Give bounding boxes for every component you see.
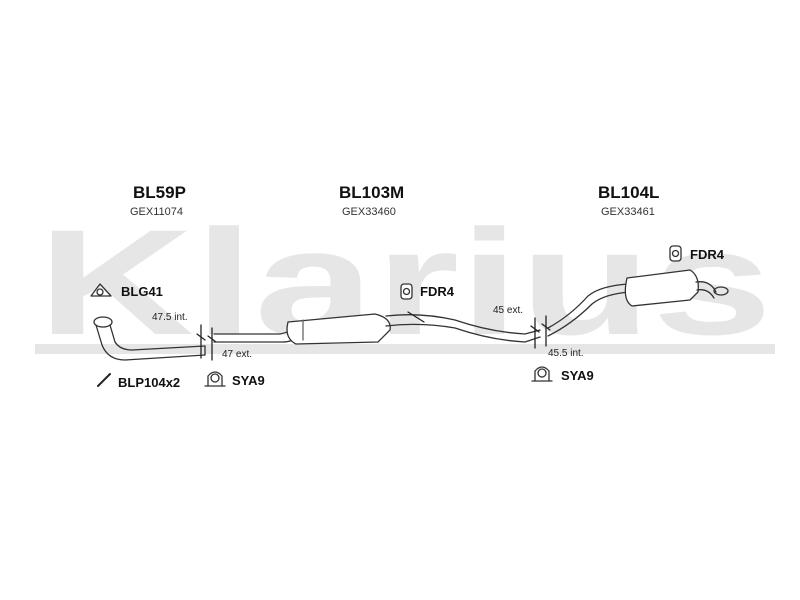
fitting-label-fdr4-right: FDR4 (690, 247, 724, 262)
hanger-icon (400, 283, 413, 300)
hanger-icon (669, 245, 682, 262)
measurement-label: 47 ext. (222, 349, 253, 360)
joint-marks-left (196, 324, 217, 361)
clamp-icon (204, 371, 226, 387)
middle-silencer (213, 311, 541, 345)
rear-silencer (547, 269, 729, 337)
front-pipe (93, 316, 206, 361)
section-part-code-3: BL104L (598, 183, 660, 202)
fitting-label-fdr4-mid: FDR4 (420, 284, 454, 299)
fitting-label-sya9-right: SYA9 (561, 368, 594, 383)
clamp-icon (531, 366, 553, 382)
section-ref-code-1: GEX11074 (130, 206, 184, 218)
joint-marks-right (530, 315, 551, 349)
section-ref-code-2: GEX33460 (342, 206, 396, 218)
measurement-label: 45.5 int. (548, 348, 584, 359)
measurement-label: 45 ext. (493, 305, 524, 316)
fitting-label-blg41: BLG41 (121, 284, 163, 299)
section-part-code-2: BL103M (339, 183, 405, 202)
measurement-label: 47.5 int. (152, 312, 188, 323)
section-part-code-1: BL59P (133, 183, 186, 202)
flange-icon (90, 283, 112, 297)
fitting-label-sya9-left: SYA9 (232, 373, 265, 388)
bolt-icon (97, 373, 111, 387)
fitting-label-blp104: BLP104x2 (118, 375, 181, 390)
section-ref-code-3: GEX33461 (601, 206, 655, 218)
